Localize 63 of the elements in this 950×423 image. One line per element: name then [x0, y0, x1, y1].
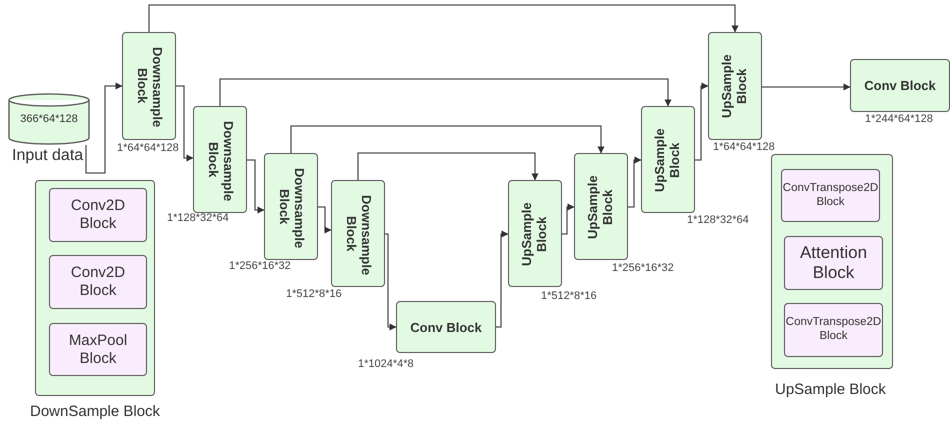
- tensor-shape-label: 1*128*32*64: [687, 214, 749, 226]
- block-label: Downsample Block: [134, 47, 164, 125]
- block-label: MaxPool Block: [68, 332, 128, 368]
- conv-block: [396, 301, 496, 353]
- layer-box: [781, 169, 880, 222]
- arrow: [318, 206, 332, 234]
- block-label: UpSample Block: [520, 200, 550, 268]
- downsample-block: [122, 32, 176, 140]
- block-label: Conv Block: [410, 320, 482, 334]
- block-label: Conv2D Block: [70, 264, 126, 300]
- tensor-shape-label: 1*128*32*64: [167, 212, 229, 224]
- arrow: [762, 84, 850, 90]
- upsample-block: [508, 180, 562, 287]
- tensor-shape-label: 1*256*16*32: [612, 262, 674, 274]
- conv-block: [850, 59, 950, 112]
- upsample-block: [641, 106, 695, 213]
- arrow: [385, 233, 396, 330]
- block-label: UpSample Block: [720, 53, 750, 120]
- arrow: [290, 125, 604, 154]
- layer-box: [49, 323, 147, 376]
- arrow: [176, 85, 194, 162]
- node-label: Input data: [12, 147, 84, 165]
- arrow: [496, 230, 508, 328]
- layer-box: [784, 236, 883, 290]
- arrow: [247, 159, 264, 214]
- tensor-shape-label: 1*64*64*128: [713, 141, 775, 153]
- layer-box: [49, 255, 147, 309]
- block-label: Downsample Block: [343, 194, 373, 272]
- block-label: Attention Block: [798, 242, 868, 284]
- layer-box: [784, 303, 883, 357]
- tensor-shape-label: 1*512*8*16: [541, 290, 597, 302]
- block-label: Downsample Block: [276, 168, 306, 246]
- database-cylinder: [8, 93, 90, 145]
- arrow: [85, 82, 122, 174]
- block-label: ConvTranspose2D Block: [782, 182, 879, 210]
- tensor-shape-label: 1*1024*4*8: [358, 358, 414, 370]
- arrow: [357, 152, 538, 180]
- tensor-shape-label: 1*512*8*16: [286, 288, 342, 300]
- node-label: DownSample Block: [30, 403, 160, 420]
- arrow: [562, 204, 574, 235]
- downsample-block: [264, 153, 318, 260]
- arrow: [148, 4, 738, 32]
- container-panel: [35, 180, 155, 396]
- block-label: Conv2D Block: [70, 197, 126, 233]
- tensor-shape-label: 1*64*64*128: [117, 142, 179, 154]
- block-label: ConvTranspose2D Block: [785, 316, 882, 344]
- block-label: 366*64*128: [20, 113, 78, 125]
- container-panel: [771, 154, 893, 369]
- arrow: [628, 156, 642, 208]
- block-label: Conv Block: [864, 78, 936, 93]
- block-label: UpSample Block: [653, 126, 683, 194]
- downsample-block: [193, 106, 247, 213]
- downsample-block: [331, 180, 385, 287]
- arrow: [219, 78, 672, 106]
- block-label: UpSample Block: [586, 174, 616, 240]
- upsample-block: [708, 32, 762, 140]
- upsample-block: [574, 153, 628, 260]
- node-label: UpSample Block: [775, 381, 886, 398]
- arrow: [695, 82, 708, 161]
- block-label: Downsample Block: [205, 120, 235, 198]
- layer-box: [49, 188, 147, 242]
- tensor-shape-label: 1*256*16*32: [229, 260, 291, 272]
- tensor-shape-label: 1*244*64*128: [865, 113, 933, 125]
